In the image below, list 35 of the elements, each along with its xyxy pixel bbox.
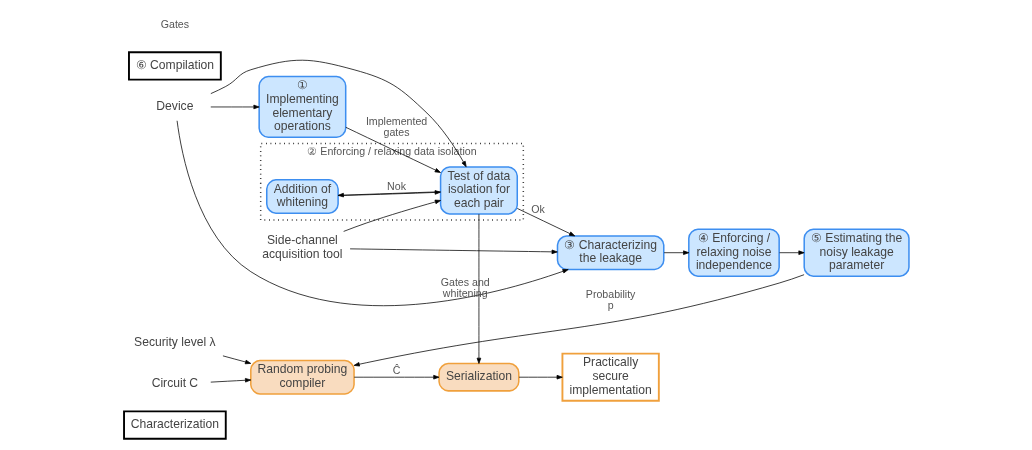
edge-label: Probability p — [585, 287, 635, 312]
node-box: Random probing compiler — [249, 359, 355, 395]
node-box: Addition of whitening — [265, 179, 339, 214]
node-text: Device — [155, 98, 193, 113]
node-text: Security level λ — [133, 334, 216, 349]
arrow — [516, 208, 575, 237]
arrow — [353, 274, 804, 367]
node-box: Characterization — [122, 410, 227, 440]
edge-label: Ok — [530, 203, 545, 216]
node-box: Test of data isolation for each pair — [439, 166, 518, 215]
arrow — [778, 250, 804, 255]
arrow — [663, 250, 689, 255]
node-box: Practically secure implementation — [560, 352, 660, 402]
node-text: Side-channel acquisition tool — [261, 233, 343, 261]
arrow — [518, 374, 563, 380]
arrow — [209, 59, 467, 168]
edge-label: Ĉ — [392, 364, 400, 377]
node-box: ⑤ Estimating the noisy leakage parameter — [802, 228, 910, 277]
arrow — [353, 374, 439, 380]
arrow — [349, 248, 558, 255]
node-box: ① Implementing elementary operations — [257, 75, 346, 139]
label: Gates — [160, 17, 189, 30]
arrow — [176, 120, 569, 307]
arrow — [222, 355, 251, 365]
arrow — [342, 199, 441, 232]
arrow — [209, 378, 251, 383]
node-text: Circuit C — [151, 375, 198, 390]
edge-label: Implemented gates — [365, 114, 427, 138]
node-box: ③ Characterizing the leakage — [556, 235, 665, 271]
arrow — [476, 213, 481, 364]
edge-label: Nok — [386, 179, 406, 192]
node-box: ④ Enforcing / relaxing noise independence — [687, 228, 780, 277]
node-box: ⑥ Compilation — [127, 51, 222, 81]
arrow — [209, 104, 259, 110]
node-box: Serialization — [437, 362, 520, 392]
